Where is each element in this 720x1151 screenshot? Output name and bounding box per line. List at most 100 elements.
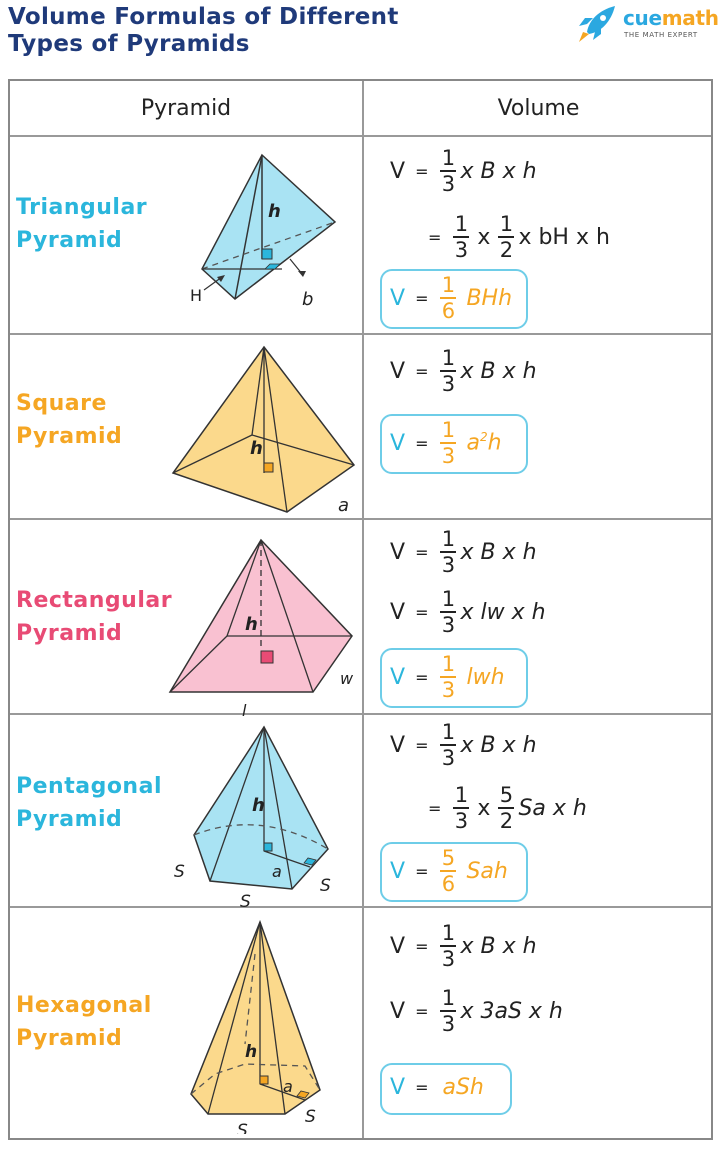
lhs: V (390, 664, 406, 690)
label-s-right: S (320, 876, 331, 896)
name-line-2: Pyramid (16, 621, 123, 646)
column-divider (362, 81, 364, 1138)
numerator: 1 (441, 652, 456, 676)
denominator: 6 (441, 299, 456, 323)
numerator: 5 (441, 846, 456, 870)
formula-rest: x B x h (460, 158, 537, 184)
lhs: V (390, 933, 406, 959)
denominator: 3 (454, 809, 469, 833)
formula-rest: x B x h (460, 933, 537, 959)
row-divider (10, 518, 711, 520)
numerator: 1 (441, 418, 456, 442)
label-s-left: S (174, 862, 185, 882)
formula-rest: a2h (466, 430, 501, 455)
label-b: b (302, 289, 313, 310)
numerator: 1 (499, 212, 514, 236)
formula-rest: x B x h (460, 358, 537, 384)
label-a: a (272, 862, 282, 881)
label-l: l (242, 701, 247, 716)
numerator: 1 (441, 720, 456, 744)
row-divider (10, 713, 711, 715)
numerator: 1 (441, 146, 456, 170)
numerator: 1 (441, 346, 456, 370)
times: x (477, 795, 491, 821)
equals: = (415, 161, 429, 181)
name-line-1: Pentagonal (16, 774, 162, 799)
denominator: 3 (441, 678, 456, 702)
page-title: Volume Formulas of Different Types of Py… (8, 4, 399, 58)
numerator: 1 (454, 783, 469, 807)
height-var: h (487, 430, 502, 456)
triangular-pyramid-figure: h H b (190, 153, 337, 310)
name-line-1: Square (16, 391, 107, 416)
lhs: V (390, 539, 406, 565)
name-line-2: Pyramid (16, 807, 123, 832)
equals: = (415, 361, 429, 381)
formula-rest: aSh (442, 1075, 484, 1100)
denominator: 6 (441, 872, 456, 896)
formula-rest: BHh (466, 285, 513, 311)
lhs: V (390, 358, 406, 384)
denominator: 2 (499, 809, 514, 833)
label-a: a (338, 495, 349, 516)
formula-rest: x lw x h (460, 599, 546, 625)
formula-rest: lwh (466, 664, 505, 690)
row-divider (10, 906, 711, 908)
name-line-2: Pyramid (16, 1026, 123, 1051)
formula-rest: x B x h (460, 732, 537, 758)
equals: = (415, 667, 429, 687)
numerator: 1 (441, 986, 456, 1010)
formula-rest: Sah (466, 858, 508, 884)
logo-wordmark: cuemath (623, 6, 719, 30)
rectangular-pyramid-figure: h w l (168, 538, 354, 716)
pyramid-name: Pentagonal Pyramid (16, 770, 162, 836)
denominator: 3 (441, 172, 456, 196)
pentagonal-pyramid-figure: h a S S S (174, 725, 331, 909)
rocket-icon (579, 6, 615, 42)
equals: = (415, 735, 429, 755)
lhs: V (390, 1075, 406, 1100)
final-formula-box: V = aSh (380, 1063, 512, 1115)
numerator: 1 (441, 527, 456, 551)
base: a (466, 430, 480, 456)
equals: = (415, 542, 429, 562)
equals: = (415, 861, 429, 881)
lhs: V (390, 858, 406, 884)
pyramid-name: Hexagonal Pyramid (16, 989, 152, 1055)
logo-math: math (661, 6, 719, 30)
label-s-bottom: S (237, 1121, 248, 1134)
logo-cue: cue (623, 6, 662, 30)
pyramid-name: Square Pyramid (16, 387, 122, 453)
formula-rest: x B x h (460, 539, 537, 565)
times: x (477, 224, 491, 250)
denominator: 3 (441, 372, 456, 396)
label-h: h (268, 201, 281, 222)
title-line-1: Volume Formulas of Different (8, 4, 399, 30)
equals: = (415, 288, 429, 308)
equals: = (415, 1078, 429, 1097)
label-h: h (245, 614, 258, 635)
